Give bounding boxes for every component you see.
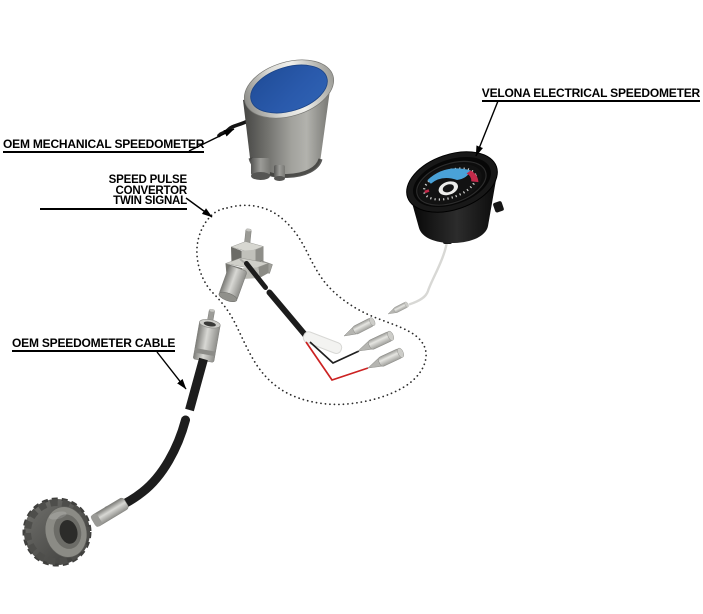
elec-dial-face — [418, 163, 482, 205]
bullet-connector-red — [365, 346, 406, 373]
leader-lines — [156, 100, 499, 390]
junction-sleeve — [302, 331, 343, 354]
electrical-speedometer-illustration — [406, 151, 504, 244]
bullet-connector-spare — [341, 316, 377, 341]
label-speed-pulse-convertor-line2: TWIN SIGNAL — [113, 195, 187, 207]
convertor-boundary-outline — [196, 204, 427, 406]
signal-wire-red — [305, 341, 369, 382]
bullet-connector-white — [386, 301, 410, 317]
sensor-cable-b — [266, 289, 310, 340]
oem-speedometer-cable-illustration — [22, 308, 221, 567]
mech-face-blue — [250, 64, 328, 114]
label-oem-mechanical-speedometer: OEM MECHANICAL SPEEDOMETER — [3, 137, 205, 153]
sensor-cable-a — [244, 261, 268, 290]
leader-cable — [156, 351, 187, 390]
mech-bottom-posts — [251, 158, 285, 181]
label-speed-pulse-convertor-line1: SPEED PULSE CONVERTOR — [108, 174, 188, 197]
mech-wire — [217, 118, 252, 138]
cable-lower-segment — [103, 415, 190, 515]
label-velona-electrical-speedometer: VELONA ELECTRICAL SPEEDOMETER — [481, 86, 700, 102]
dial-blue-swath — [427, 168, 471, 184]
dial-red-arc — [466, 170, 479, 183]
leader-convertor — [185, 197, 213, 218]
leader-electrical — [475, 100, 499, 157]
pulse-sensor-unit — [218, 228, 273, 302]
cable-upper-segment — [185, 357, 208, 412]
mechanical-speedometer-illustration — [217, 59, 335, 181]
electrical-speedometer-wire — [386, 240, 449, 317]
speed-pulse-convertor-illustration — [218, 228, 406, 382]
leader-mechanical — [188, 128, 235, 152]
label-speed-pulse-convertor: SPEED PULSE CONVERTOR TWIN SIGNAL — [40, 174, 188, 210]
bullet-connector-black — [355, 329, 396, 356]
label-oem-speedometer-cable: OEM SPEEDOMETER CABLE — [12, 336, 176, 352]
signal-wire-black — [309, 341, 360, 365]
cable-drive-nut — [22, 497, 129, 567]
